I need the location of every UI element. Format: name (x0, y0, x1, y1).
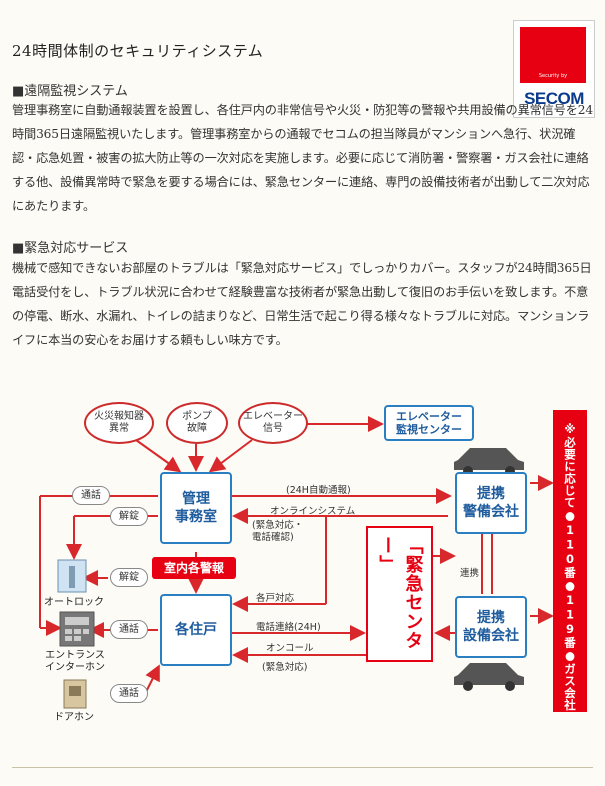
units-box: 各住戸 (160, 594, 232, 666)
side-note-text: ※必要に応じて●110番●119番●ガス会社 (563, 422, 577, 711)
intercom-label: エントランス インターホン (45, 650, 105, 673)
doorphone-label: ドアホン (54, 712, 94, 723)
pump-failure-oval: ポンプ 故障 (166, 402, 228, 444)
autolock-label: オートロック (44, 597, 104, 608)
call-pill-intercom: 通話 (110, 620, 148, 639)
online-system-label: オンラインシステム (270, 506, 356, 517)
emergency-response-label: (緊急対応) (262, 662, 308, 673)
unit-response-label: 各戸対応 (256, 593, 295, 604)
emergency-confirm-label: (緊急対応・ 電話確認) (252, 520, 304, 543)
emergency-center-label: 「緊急センター」 (376, 536, 424, 650)
office-alarm-tag: 室内各警報 (152, 557, 236, 579)
section-heading-emergency-service: ■緊急対応サービス (12, 241, 129, 256)
unlock-pill-units: 解錠 (110, 568, 148, 587)
call-pill-office: 通話 (72, 486, 110, 505)
facility-car-icon (454, 663, 524, 691)
page-title: 24時間体制のセキュリティシステム (12, 42, 264, 60)
side-note-banner: ※必要に応じて●110番●119番●ガス会社 (553, 410, 587, 712)
doorphone-icon (63, 679, 87, 709)
on-call-label: オンコール (266, 643, 314, 654)
cooperation-label: 連携 (460, 568, 480, 579)
section-body-remote-monitoring: 管理事務室に自動通報装置を設置し、各住戸内の非常信号や火災・防犯等の警報や共用設… (12, 103, 593, 213)
fire-alarm-oval: 火災報知器 異常 (84, 402, 154, 444)
section-heading-remote-monitoring: ■遠隔監視システム (12, 84, 128, 99)
emergency-center-box: 「緊急センター」 (366, 526, 433, 662)
intercom-icon (59, 611, 95, 647)
call-pill-doorphone: 通話 (110, 684, 148, 703)
logo-tagline: Security by (538, 73, 568, 79)
unlock-pill-office: 解錠 (110, 507, 148, 526)
facility-company-box: 提携 設備会社 (455, 596, 527, 658)
secom-logo: Security by SECOM (513, 20, 595, 118)
management-office-box: 管理 事務室 (160, 472, 232, 544)
elevator-monitoring-center-box: エレベーター 監視センター (384, 405, 474, 441)
bottom-divider (12, 767, 593, 768)
autolock-icon (57, 559, 87, 593)
logo-brand: SECOM (524, 89, 584, 108)
security-company-box: 提携 警備会社 (455, 472, 527, 534)
elevator-signal-oval: エレベーター 信号 (238, 402, 308, 444)
phone-contact-label: 電話連絡(24H) (256, 622, 321, 633)
auto-report-label: (24H自動通報) (286, 485, 351, 496)
logo-red-block (520, 27, 586, 83)
section-body-emergency-service: 機械で感知できないお部屋のトラブルは「緊急対応サービス」でしっかりカバー。スタッ… (12, 261, 592, 347)
